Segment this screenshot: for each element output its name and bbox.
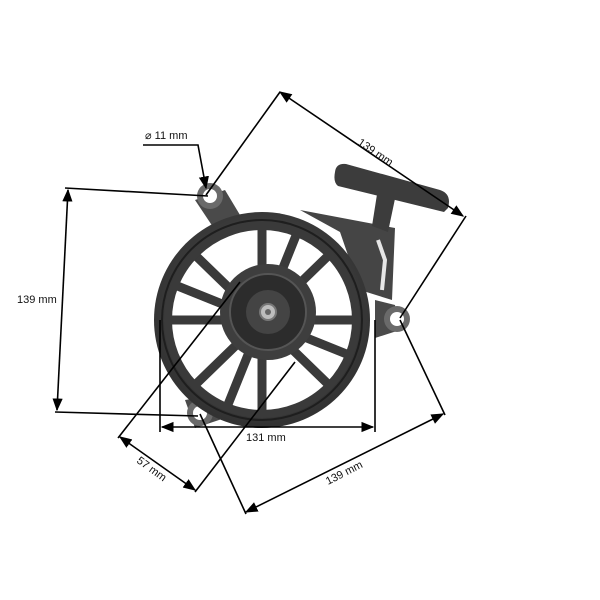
label-hole-diameter: ⌀ 11 mm <box>145 130 187 142</box>
recoil-starter <box>154 163 449 428</box>
mounting-lug-right <box>375 300 410 338</box>
label-diagonal-top: 139 mm <box>355 137 395 169</box>
dimension-lines <box>52 91 467 515</box>
handle-bracket <box>300 210 395 300</box>
label-width-bottom: 131 mm <box>246 432 286 444</box>
label-height-left: 139 mm <box>17 294 57 306</box>
rope <box>376 239 388 291</box>
